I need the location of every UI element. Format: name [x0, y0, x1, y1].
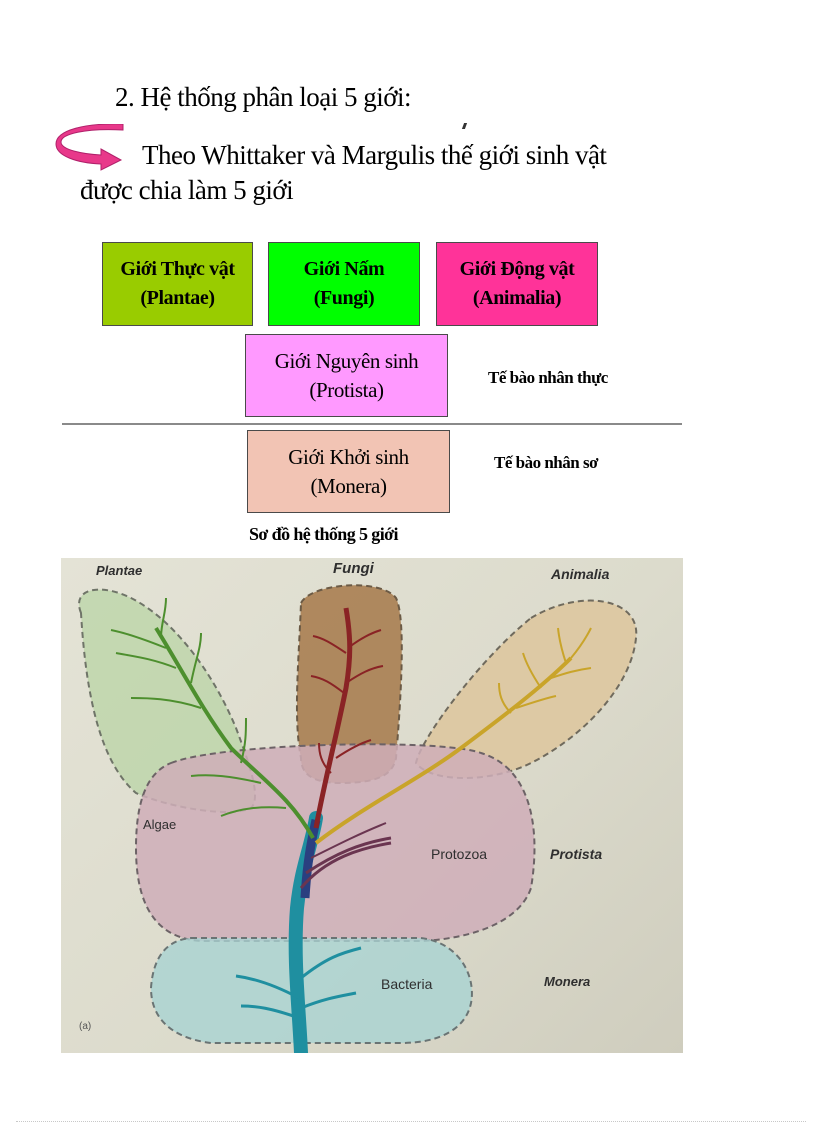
kingdom-name: Giới Nguyên sinh	[274, 348, 419, 373]
figure-label-fungi: Fungi	[333, 560, 374, 577]
kingdom-latin: (Monera)	[310, 473, 387, 498]
figure-label-protozoa: Protozoa	[431, 846, 488, 862]
divider-line	[62, 423, 682, 425]
kingdom-box-animalia: Giới Động vật (Animalia)	[436, 242, 598, 326]
cell-type-prokaryotic: Tế bào nhân sơ	[494, 453, 598, 472]
kingdom-latin: (Animalia)	[472, 287, 562, 309]
kingdom-name: Giới Nấm	[303, 258, 385, 280]
figure-label-protista: Protista	[550, 846, 603, 862]
kingdom-box-monera: Giới Khởi sinh (Monera)	[247, 430, 450, 513]
figure-label-bacteria: Bacteria	[381, 976, 433, 992]
intro-line-1: Theo Whittaker và Margulis thế giới sinh…	[142, 140, 607, 170]
figure-label-animalia: Animalia	[551, 566, 610, 582]
kingdom-latin: (Plantae)	[140, 287, 215, 309]
figure-label-monera: Monera	[544, 974, 591, 989]
kingdom-name: Giới Động vật	[459, 258, 575, 280]
kingdom-latin: (Protista)	[309, 377, 384, 402]
figure-panel-label: (a)	[79, 1021, 92, 1032]
stray-mark	[461, 123, 468, 129]
section-heading: 2. Hệ thống phân loại 5 giới:	[115, 82, 412, 112]
five-kingdom-figure: Plantae Fungi Animalia Algae Protozoa Pr…	[61, 558, 683, 1053]
kingdom-name: Giới Thực vật	[120, 258, 235, 280]
curved-arrow-icon	[55, 123, 125, 172]
kingdom-latin: (Fungi)	[313, 287, 375, 309]
page-bottom-border	[16, 1121, 806, 1122]
kingdom-name: Giới Khởi sinh	[288, 444, 409, 469]
kingdom-box-fungi: Giới Nấm (Fungi)	[268, 242, 420, 326]
kingdom-box-protista: Giới Nguyên sinh (Protista)	[245, 334, 448, 417]
diagram-caption: Sơ đồ hệ thống 5 giới	[249, 524, 398, 544]
cell-type-eukaryotic: Tế bào nhân thực	[488, 368, 608, 387]
figure-label-plantae: Plantae	[96, 563, 143, 578]
intro-line-2: được chia làm 5 giới	[80, 175, 294, 205]
kingdom-box-plantae: Giới Thực vật (Plantae)	[102, 242, 253, 326]
figure-label-algae: Algae	[143, 817, 177, 832]
